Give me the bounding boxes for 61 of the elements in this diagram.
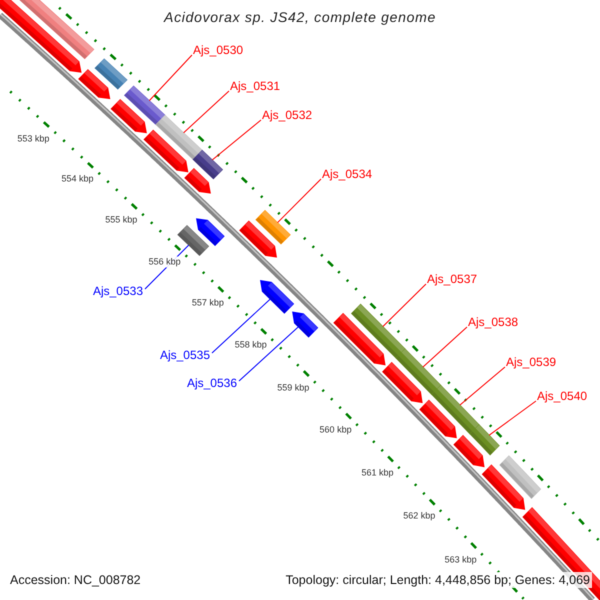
gene-block — [155, 114, 203, 160]
gene-block — [431, 384, 480, 435]
pointed-gene-block — [419, 400, 457, 438]
leader-line — [238, 326, 299, 382]
leader-line — [212, 120, 262, 160]
leader-line — [382, 284, 426, 328]
leader-line — [488, 400, 536, 436]
leader-line — [277, 178, 322, 224]
pointed-gene-block — [143, 130, 188, 172]
gene-block — [124, 85, 166, 126]
pointed-gene-block — [110, 98, 147, 134]
gene-label: Ajs_0531 — [230, 79, 280, 93]
pointed-gene-block — [239, 220, 277, 258]
leader-line — [212, 298, 271, 354]
gene-block — [469, 424, 500, 456]
gene-label: Ajs_0535 — [160, 348, 210, 362]
scale-label: 553 kbp — [16, 133, 50, 144]
scale-label: 559 kbp — [276, 382, 310, 394]
pointed-gene-block — [333, 312, 386, 366]
scale-label: 554 kbp — [60, 174, 94, 185]
pointed-gene-block — [260, 280, 294, 314]
scale-label: 557 kbp — [190, 298, 225, 309]
pointed-gene-block — [482, 464, 526, 510]
gene-label: Ajs_0539 — [506, 355, 556, 369]
pointed-gene-block — [196, 218, 225, 246]
leader-line — [422, 326, 468, 368]
gene-label: Ajs_0533 — [92, 284, 143, 298]
gene-label: Ajs_0538 — [468, 315, 518, 329]
pointed-gene-block — [184, 168, 211, 194]
gene-label: Ajs_0532 — [262, 108, 312, 122]
pointed-gene-block — [382, 362, 423, 404]
gene-block — [499, 455, 542, 499]
gene-block — [192, 150, 224, 180]
scale-label: 563 kbp — [444, 554, 478, 566]
gene-block — [395, 348, 442, 396]
pointed-gene-block — [453, 434, 485, 468]
gene-block — [255, 210, 291, 245]
pointed-gene-block — [78, 69, 110, 100]
pointed-gene-block — [292, 312, 318, 338]
gene-block — [177, 224, 210, 256]
accession-text: Accession: NC_008782 — [8, 572, 143, 588]
map-title: Acidovorax sp. JS42, complete genome — [164, 9, 436, 26]
scale-label: 560 kbp — [318, 424, 353, 436]
scale-label: 561 kbp — [360, 467, 395, 478]
gene-block — [18, 0, 94, 60]
gene-label: Ajs_0530 — [193, 43, 244, 57]
gene-block — [94, 58, 128, 90]
genome-info-text: Topology: circular; Length: 4,448,856 bp; Genes: 4,069 — [284, 572, 592, 588]
scale-label: 562 kbp — [402, 510, 436, 522]
leader-line — [183, 90, 230, 134]
scale-label: 558 kbp — [234, 340, 268, 351]
gene-label: Ajs_0537 — [427, 272, 478, 286]
scale-label: 556 kbp — [148, 256, 182, 268]
gene-label: Ajs_0534 — [322, 167, 372, 181]
leader-line — [460, 366, 506, 406]
leader-line — [148, 54, 192, 102]
gene-block — [350, 304, 406, 359]
gene-label: Ajs_0540 — [537, 389, 588, 403]
gene-label: Ajs_0536 — [186, 376, 237, 390]
pointed-gene-block — [0, 0, 82, 73]
scale-label: 555 kbp — [104, 214, 138, 226]
